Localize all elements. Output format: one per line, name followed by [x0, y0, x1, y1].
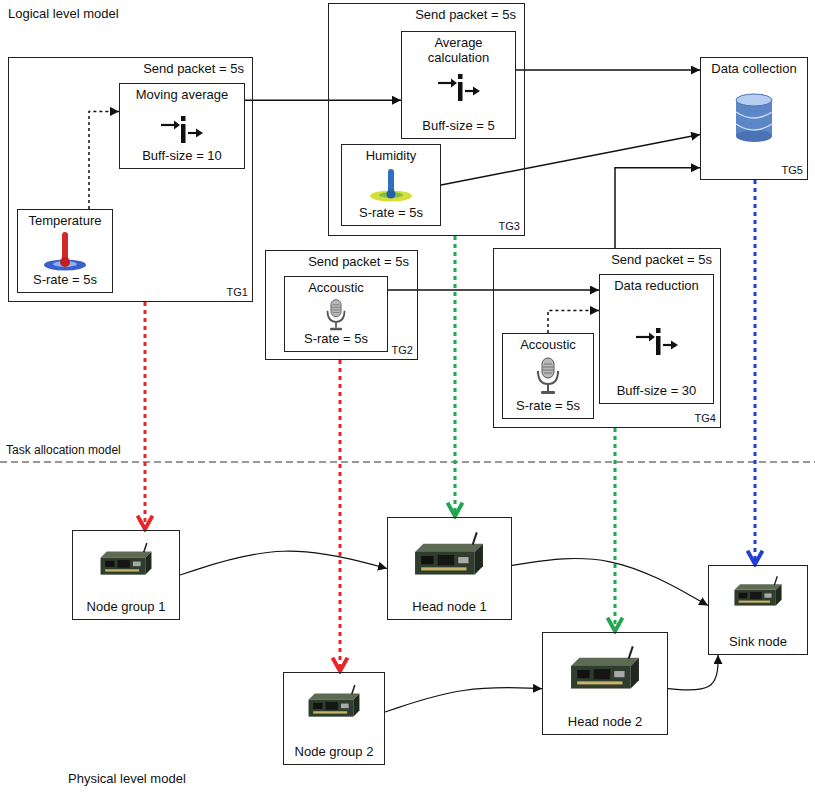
parameter-text: Head node 2 [568, 715, 642, 730]
temperature-icon [60, 257, 70, 267]
filter-icon [161, 116, 203, 143]
parameter-text: S-rate = 5s [33, 273, 97, 288]
task-name: Data reduction [614, 279, 699, 294]
task-name: Accoustic [308, 281, 364, 296]
allocation-arrow [339, 360, 342, 672]
send-rate-text: Send packet = 5s [143, 62, 244, 77]
section-divider [0, 461, 815, 462]
send-rate-text: Send packet = 5s [611, 253, 712, 268]
database-icon [736, 94, 772, 142]
filter-icon [161, 74, 678, 355]
data-flow-arrow [89, 111, 119, 209]
parameter-text: Sink node [729, 635, 787, 650]
send-rate-text: Send packet = 5s [308, 255, 409, 270]
task-group-box: Send packet = 5s TG2 AccousticS-rate = 5s [265, 250, 418, 360]
radio-link-arrow [385, 688, 542, 712]
send-rate-text: Send packet = 5s [415, 8, 516, 23]
database-icon [736, 124, 772, 130]
humidity-icon [370, 191, 412, 202]
radio-link-arrow [180, 551, 387, 575]
parameter-text: Node group 2 [295, 745, 374, 760]
allocation-arrow [144, 302, 147, 530]
sensor-board-picture [571, 646, 639, 688]
head-node-box: Head node 1 [387, 517, 512, 620]
parameter-text: Head node 1 [412, 600, 486, 615]
parameter-text: Buff-size = 10 [142, 149, 222, 164]
task-name: Accoustic [520, 338, 576, 353]
sensor-board-picture [734, 576, 781, 605]
group-id: TG2 [392, 344, 413, 357]
parameter-text: Buff-size = 5 [422, 119, 494, 134]
sensor-task-box: HumidityS-rate = 5s [341, 144, 441, 226]
allocation-arrow [454, 236, 457, 517]
data-flow-arrow [615, 168, 700, 248]
section-label: Task allocation model [6, 443, 121, 457]
task-box: Moving averageBuff-size = 10 [119, 83, 245, 169]
sensor-task-box: AccousticS-rate = 5s [502, 333, 594, 419]
database-icon [736, 94, 772, 106]
connector-layer [89, 70, 755, 712]
task-name: Temperature [29, 214, 102, 229]
data-flow-arrow [548, 310, 599, 333]
sensor-board-picture [415, 532, 483, 574]
database-icon [736, 112, 772, 118]
section-label: Physical level model [68, 771, 186, 786]
filter-icon [438, 74, 480, 101]
sensor-board-picture [101, 532, 782, 716]
sensor-node-box: Node group 2 [283, 672, 385, 765]
radio-link-arrow [668, 655, 718, 690]
parameter-text: S-rate = 5s [304, 332, 368, 347]
task-group-box: Data collectionTG5 [700, 57, 808, 180]
task-box: Data reductionBuff-size = 30 [599, 274, 714, 404]
head-node-box: Head node 2 [542, 632, 668, 735]
temperature-icon [44, 232, 86, 271]
sensor-task-box: TemperatureS-rate = 5s [17, 209, 113, 293]
sensor-task-box: AccousticS-rate = 5s [284, 276, 388, 352]
group-id: TG3 [499, 220, 520, 233]
parameter-text: S-rate = 5s [359, 206, 423, 221]
task-name: Data collection [711, 62, 796, 77]
humidity-icon [387, 190, 396, 199]
radio-link-arrow [512, 559, 708, 606]
microphone-icon [538, 358, 558, 394]
allocation-arrow [754, 180, 757, 565]
database-icon [736, 130, 772, 142]
data-flow-arrow [516, 69, 700, 71]
microphone-icon [328, 300, 345, 331]
data-flow-arrow [245, 99, 401, 101]
humidity-icon [370, 169, 412, 202]
sensor-board-picture [101, 543, 152, 575]
task-name: Humidity [366, 149, 417, 164]
parameter-text: Node group 1 [87, 600, 166, 615]
group-id: TG4 [695, 412, 716, 425]
task-group-box: Send packet = 5s TG1 Moving averageBuff-si… [8, 57, 253, 302]
sensor-node-box: Node group 1 [72, 530, 180, 620]
task-group-box: Send packet = 5s TG4 Data reductionBuff-si… [493, 248, 721, 428]
section-label: Logical level model [8, 6, 119, 21]
filter-icon [636, 328, 678, 355]
sensor-board-picture [309, 685, 360, 717]
data-flow-arrow [441, 134, 700, 185]
parameter-text: Buff-size = 30 [617, 384, 697, 399]
task-name: Average calculation [406, 36, 511, 66]
group-id: TG1 [227, 286, 248, 299]
group-id: TG5 [782, 164, 803, 177]
allocation-arrow [614, 428, 617, 632]
parameter-text: S-rate = 5s [516, 399, 580, 414]
sink-node-box: Sink node [708, 565, 808, 655]
task-name: Moving average [136, 88, 229, 103]
task-box: Average calculationBuff-size = 5 [401, 31, 516, 139]
task-group-box: Send packet = 5s TG3 Average calculationBu… [328, 3, 525, 236]
